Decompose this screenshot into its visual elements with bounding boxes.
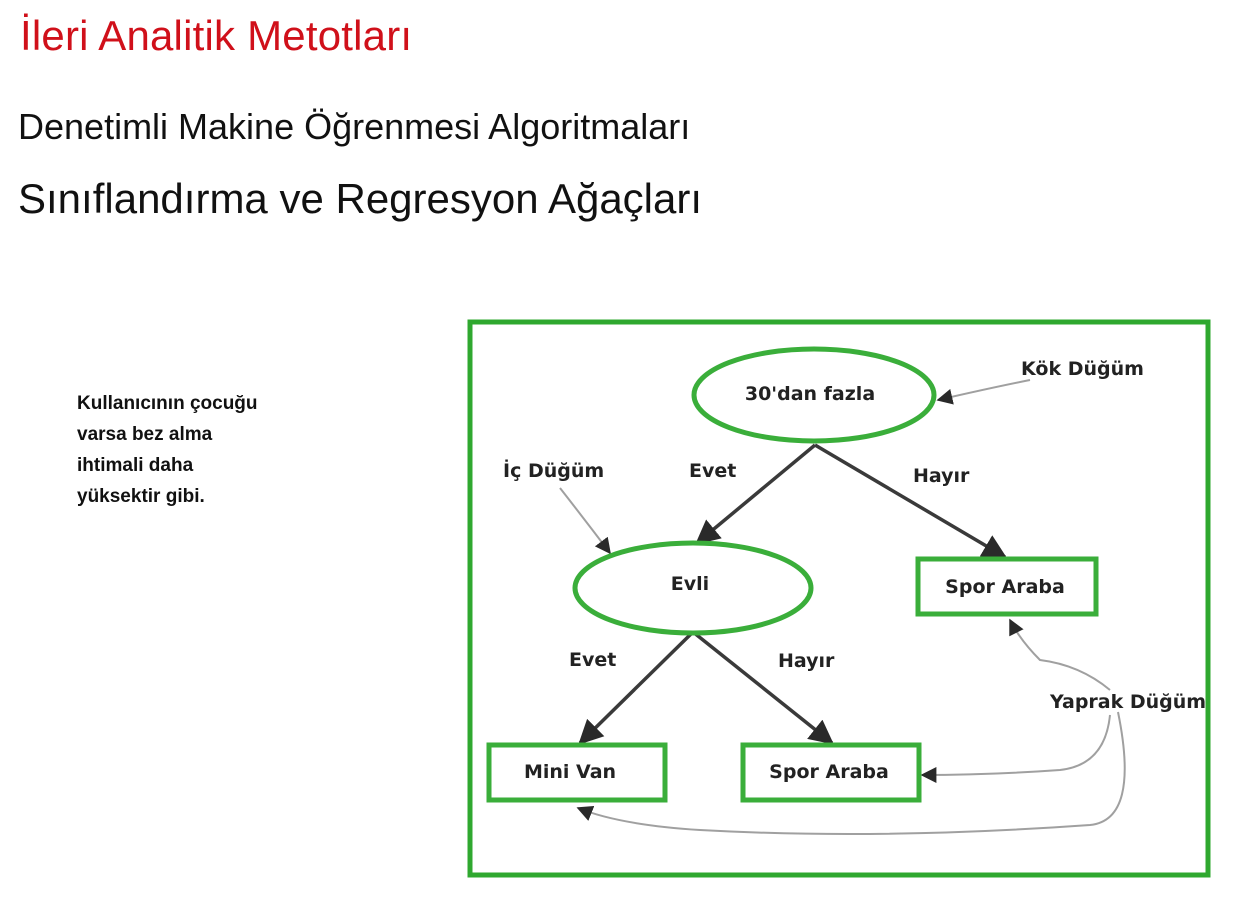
- edge-internal-to-minivan: [578, 630, 695, 745]
- annotation-internal-node: İç Düğüm: [503, 458, 604, 482]
- node-leaf-minivan: [486, 742, 668, 803]
- edge-label-root-yes: Evet: [689, 460, 736, 482]
- pointer-leaf-sport-bottom: [920, 714, 1111, 783]
- node-leaf-sport-bottom-label: Spor Araba: [769, 761, 889, 783]
- node-leaf-sport-top: [915, 556, 1099, 617]
- node-leaf-sport-bottom: [740, 742, 922, 803]
- node-internal: [572, 540, 814, 636]
- node-leaf-sport-top-label: Spor Araba: [945, 576, 1065, 598]
- side-note-text: Kullanıcının çocuğu varsa bez alma ihtim…: [77, 393, 258, 507]
- node-leaf-minivan-label: Mini Van: [524, 761, 616, 783]
- page-subtitle-topic: Denetimli Makine Öğrenmesi Algoritmaları: [18, 106, 691, 147]
- page-title: İleri Analitik Metotları: [20, 12, 413, 59]
- pointer-leaf-sport-top: [1009, 618, 1111, 691]
- pointer-internal-node: [559, 487, 611, 555]
- pointer-root-node: [936, 379, 1031, 405]
- edge-label-internal-yes: Evet: [569, 649, 616, 671]
- edge-root-to-internal: [695, 443, 817, 545]
- annotation-root-node: Kök Düğüm: [1021, 358, 1144, 380]
- diagram-frame: [467, 319, 1211, 878]
- annotation-leaf-node: Yaprak Düğüm: [1049, 691, 1206, 713]
- pointer-leaf-minivan: [576, 711, 1126, 835]
- edge-label-internal-no: Hayır: [778, 650, 835, 672]
- page-subtitle-section: Sınıflandırma ve Regresyon Ağaçları: [18, 175, 703, 222]
- node-root: [691, 346, 937, 444]
- node-root-label: 30'dan fazla: [745, 383, 875, 405]
- edge-internal-to-sport-bottom: [691, 630, 834, 745]
- node-internal-label: Evli: [671, 573, 709, 595]
- edge-root-to-sport-top: [814, 443, 1008, 559]
- edge-label-root-no: Hayır: [913, 465, 970, 487]
